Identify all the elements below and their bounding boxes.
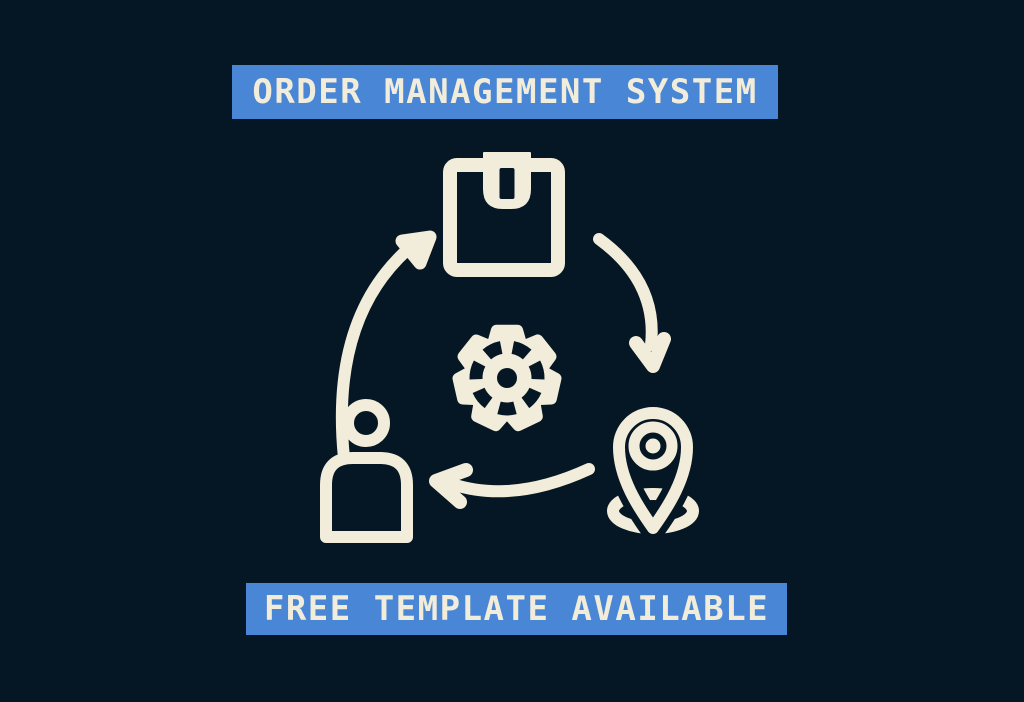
bottom-banner: FREE TEMPLATE AVAILABLE bbox=[246, 583, 787, 635]
person-icon bbox=[320, 399, 413, 543]
package-icon bbox=[443, 152, 565, 277]
gear-icon bbox=[452, 324, 562, 432]
location-pin-icon bbox=[606, 400, 700, 541]
top-banner: ORDER MANAGEMENT SYSTEM bbox=[232, 65, 778, 119]
arrow-down-right bbox=[593, 233, 671, 373]
arrow-up-right bbox=[335, 230, 437, 464]
arrow-left bbox=[429, 463, 595, 509]
